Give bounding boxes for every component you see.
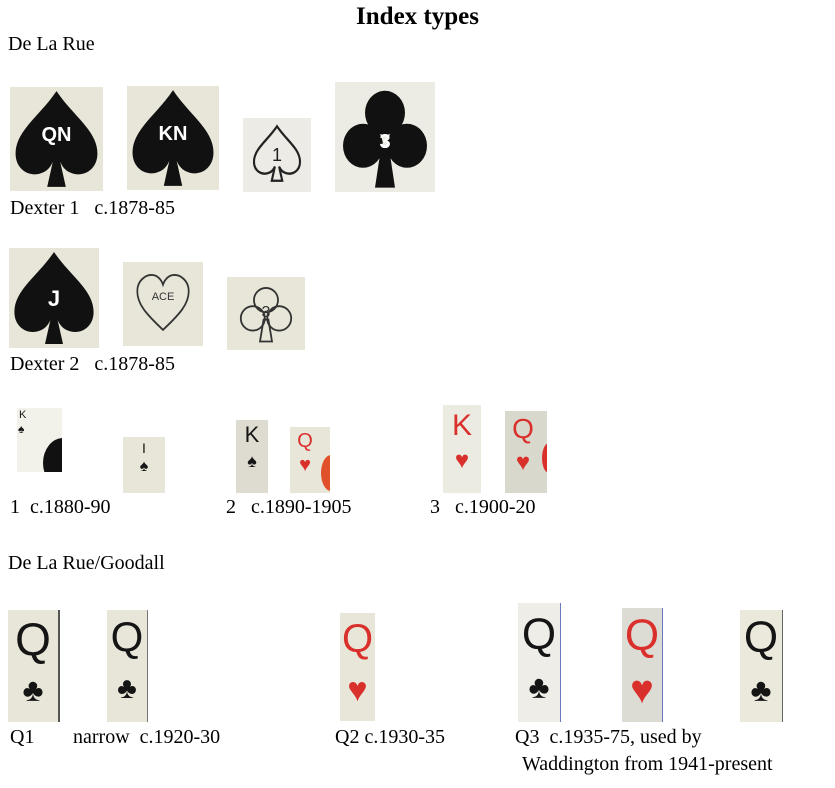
card-index-image: 1 bbox=[243, 118, 311, 192]
rank-label: Q bbox=[624, 611, 660, 660]
heart-icon: ♥ bbox=[299, 454, 311, 476]
rank-label: KN bbox=[158, 123, 188, 145]
card-index-image: Q ♣ bbox=[8, 610, 60, 722]
club-icon bbox=[343, 90, 427, 188]
heart-icon: ♥ bbox=[454, 447, 470, 474]
rank-label: QN bbox=[41, 124, 72, 146]
card-index-image: Q ♣ bbox=[107, 610, 148, 722]
caption: Q2 c.1930-35 bbox=[335, 726, 445, 748]
spade-icon: ♠ bbox=[247, 451, 257, 471]
rank-label: Q bbox=[521, 610, 557, 659]
pip-shape bbox=[43, 438, 62, 472]
club-icon: ♣ bbox=[22, 672, 44, 708]
card-index-image: Q ♥ bbox=[340, 613, 375, 721]
card-index-image: 3 bbox=[227, 277, 305, 350]
card-index-image: Q ♥ bbox=[290, 427, 330, 493]
card-index-image: K ♥ bbox=[443, 405, 481, 493]
club-icon: ♣ bbox=[117, 672, 137, 705]
card-index-image: ACE bbox=[123, 262, 203, 346]
caption: 2 c.1890-1905 bbox=[226, 496, 352, 518]
rank-label: K bbox=[244, 422, 260, 447]
heart-icon: ♥ bbox=[630, 668, 654, 712]
caption: 1 c.1880-90 bbox=[10, 496, 111, 518]
pip-shape bbox=[321, 455, 330, 491]
card-index-image: Q ♥ bbox=[505, 411, 547, 493]
rank-label: Q bbox=[341, 617, 374, 661]
heart-outline-icon bbox=[136, 273, 190, 332]
spade-icon bbox=[15, 91, 98, 187]
page-title: Index types bbox=[356, 3, 479, 30]
card-index-image: K ♠ bbox=[17, 408, 62, 472]
rank-label: Q bbox=[297, 430, 313, 452]
rank-label: Q bbox=[110, 613, 144, 660]
section-heading-de-la-rue: De La Rue bbox=[8, 33, 95, 55]
heart-icon: ♥ bbox=[347, 671, 368, 709]
caption: Dexter 1 c.1878-85 bbox=[10, 197, 175, 219]
rank-label: I bbox=[142, 440, 146, 456]
rank-label: ACE bbox=[151, 291, 175, 303]
caption: narrow c.1920-30 bbox=[73, 726, 221, 748]
card-index-image: K ♠ bbox=[236, 420, 268, 493]
card-index-image: Q ♥ bbox=[622, 608, 663, 722]
card-index-image: Q ♣ bbox=[740, 610, 783, 722]
caption: Q3 c.1935-75, used by bbox=[515, 726, 702, 748]
rank-label: Q bbox=[15, 613, 51, 665]
pip-shape bbox=[542, 443, 547, 473]
rank-label: 3 bbox=[261, 304, 271, 321]
caption: Dexter 2 c.1878-85 bbox=[10, 353, 175, 375]
heart-icon: ♥ bbox=[515, 449, 531, 476]
rank-label: Q bbox=[743, 613, 779, 662]
card-index-image: QN bbox=[10, 87, 103, 191]
caption: Waddington from 1941-present bbox=[522, 753, 773, 775]
spade-outline-icon bbox=[252, 124, 302, 182]
card-index-image: J bbox=[9, 248, 99, 348]
rank-label: J bbox=[47, 286, 61, 311]
card-index-image: Q ♣ bbox=[518, 603, 561, 722]
section-heading-de-la-rue-goodall: De La Rue/Goodall bbox=[8, 552, 165, 574]
rank-label: 3 bbox=[379, 131, 391, 153]
card-index-image: 3 bbox=[335, 82, 435, 192]
rank-label: K bbox=[451, 409, 472, 442]
club-outline-icon bbox=[239, 287, 293, 343]
card-index-image: I ♠ bbox=[123, 437, 165, 493]
spade-icon bbox=[14, 252, 94, 344]
spade-icon bbox=[132, 90, 214, 186]
caption: 3 c.1900-20 bbox=[430, 496, 536, 518]
club-icon: ♣ bbox=[750, 672, 772, 708]
club-icon: ♣ bbox=[528, 669, 550, 705]
spade-icon: ♠ bbox=[18, 422, 25, 436]
rank-label: Q bbox=[512, 413, 534, 444]
spade-icon: ♠ bbox=[139, 458, 149, 475]
caption: Q1 bbox=[10, 726, 35, 748]
rank-label: 1 bbox=[271, 145, 282, 165]
card-index-image: KN bbox=[127, 86, 219, 190]
rank-label: K bbox=[19, 409, 27, 421]
